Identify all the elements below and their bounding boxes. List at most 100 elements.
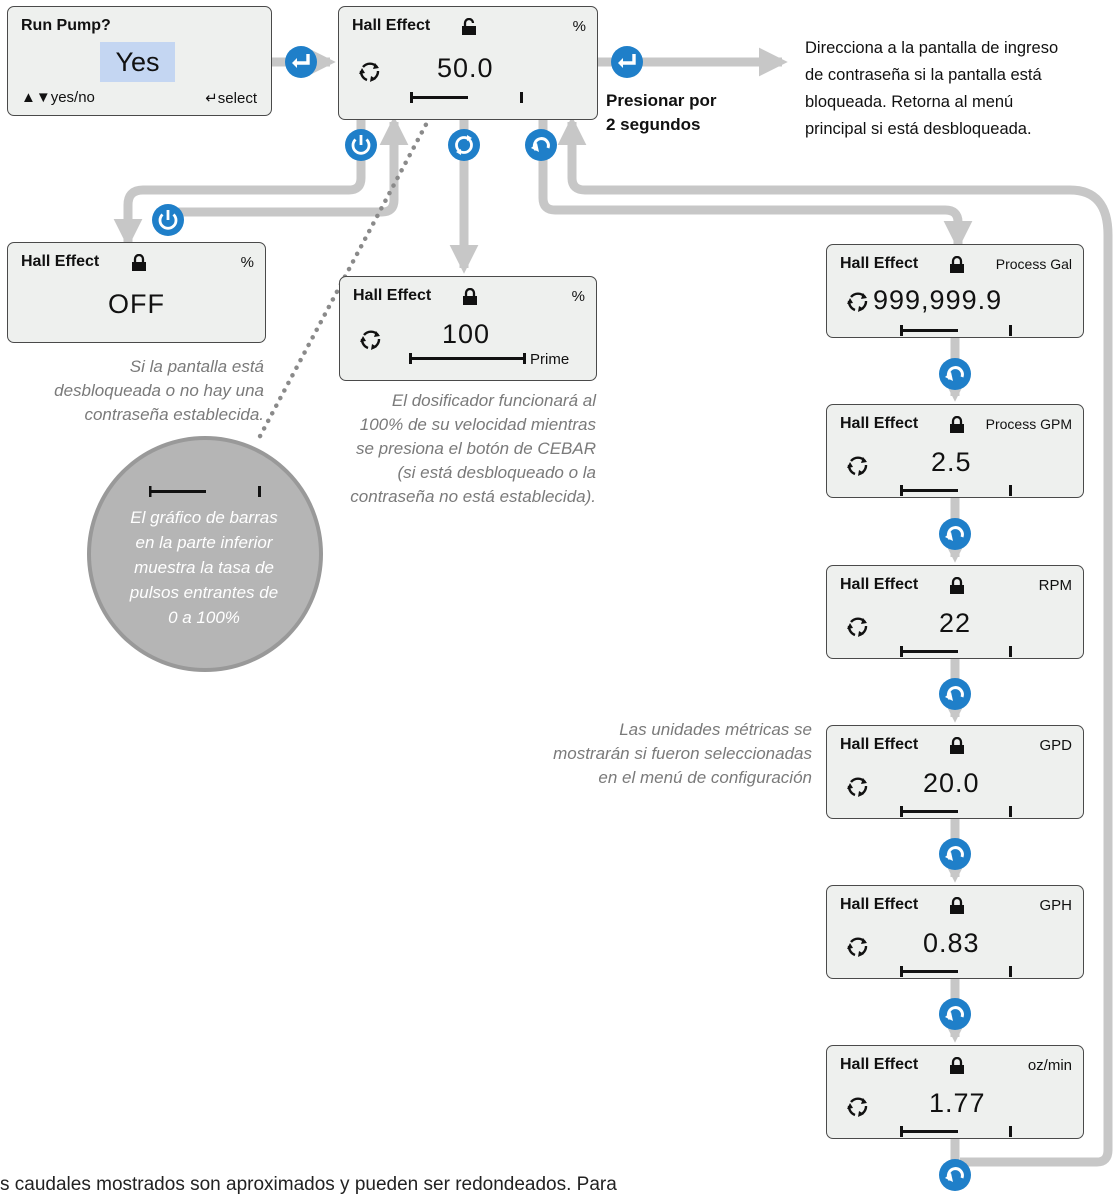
screen-title: Hall Effect <box>840 576 919 593</box>
bar-end-tick <box>1009 646 1012 657</box>
bar-end-tick <box>1009 325 1012 336</box>
bar-end-tick <box>1009 485 1012 496</box>
level-bar <box>900 325 958 336</box>
padlock-icon <box>950 577 964 594</box>
screen-value: 2.5 <box>931 447 972 477</box>
main-screen-title: Hall Effect <box>352 17 431 34</box>
back-button-icon[interactable] <box>938 837 972 871</box>
bar-end-tick <box>1009 806 1012 817</box>
off-screen-unit: % <box>240 254 254 271</box>
padlock-icon <box>463 288 477 305</box>
magnifier-circle <box>87 436 323 672</box>
screen-unit: RPM <box>1038 577 1072 594</box>
prime-screen: Hall Effect % 100 Prime <box>339 276 597 381</box>
screen-value: 0.83 <box>923 928 980 958</box>
level-bar <box>900 485 958 496</box>
arrow-main-to-screens <box>538 120 973 250</box>
rotation-icon <box>847 1097 868 1117</box>
padlock-icon <box>950 737 964 754</box>
gpd-screen: Hall Effect GPD 20.0 <box>826 725 1084 819</box>
off-screen: Hall Effect % OFF <box>7 242 266 343</box>
padlock-icon <box>950 256 964 273</box>
prime-note: El dosificador funcionará al 100% de su … <box>350 391 596 506</box>
screen-value: 1.77 <box>929 1088 986 1118</box>
arrow-off-to-main <box>168 116 409 217</box>
screen-title: Hall Effect <box>840 736 919 753</box>
rotation-icon <box>847 456 868 476</box>
screen-unit: Process Gal <box>995 256 1072 272</box>
level-bar <box>410 92 468 103</box>
bar-end-tick <box>1009 966 1012 977</box>
rotation-icon <box>360 330 381 350</box>
screen-unit: Process GPM <box>985 416 1072 432</box>
back-button-icon[interactable] <box>524 128 558 162</box>
screen-value: 999,999.9 <box>873 285 1003 315</box>
arrow-main-to-off <box>113 120 366 248</box>
padlock-icon <box>132 254 146 271</box>
level-bar <box>409 353 525 364</box>
process-gpm-screen: Hall Effect Process GPM 2.5 <box>826 404 1084 498</box>
screen-unit: GPD <box>1039 737 1072 754</box>
bar-end-tick <box>520 92 523 103</box>
main-screen-value: 50.0 <box>437 53 494 83</box>
rotation-icon <box>847 292 868 312</box>
screen-title: Hall Effect <box>840 255 919 272</box>
run-pump-hint-right: ↵select <box>205 90 257 107</box>
bar-end-tick <box>1009 1126 1012 1137</box>
footer-text: s caudales mostrados son aproximados y p… <box>0 1174 617 1195</box>
main-screen: Hall Effect % 50.0 <box>338 6 598 120</box>
screen-unit: GPH <box>1039 897 1072 914</box>
prime-screen-title: Hall Effect <box>353 287 432 304</box>
process-gal-screen: Hall Effect Process Gal 999,999.9 <box>826 244 1084 338</box>
screen-title: Hall Effect <box>840 415 919 432</box>
rpm-screen: Hall Effect RPM 22 <box>826 565 1084 659</box>
run-pump-screen: Run Pump? Yes ▲▼yes/no ↵select <box>7 6 272 116</box>
gph-screen: Hall Effect GPH 0.83 <box>826 885 1084 979</box>
run-pump-value[interactable]: Yes <box>100 42 175 82</box>
main-screen-unit: % <box>572 18 586 35</box>
dotted-leader <box>255 99 441 443</box>
enter-button-icon[interactable] <box>284 45 318 79</box>
screen-title: Hall Effect <box>840 1056 919 1073</box>
arrow-loop-to-main <box>557 116 1113 1167</box>
screen-unit: oz/min <box>1027 1057 1072 1074</box>
padlock-icon <box>950 897 964 914</box>
rotation-icon <box>847 617 868 637</box>
prime-screen-value: 100 <box>442 319 491 349</box>
metric-note: Las unidades métricas se mostrarán si fu… <box>553 720 812 787</box>
press-hold-label: Presionar por 2 segundos <box>606 91 717 134</box>
enter-button-icon[interactable] <box>610 45 644 79</box>
screen-value: 20.0 <box>923 768 980 798</box>
padlock-icon <box>950 1057 964 1074</box>
back-button-icon[interactable] <box>938 997 972 1031</box>
padlock-icon <box>950 416 964 433</box>
off-screen-title: Hall Effect <box>21 253 100 270</box>
padlock-open-icon <box>462 18 476 35</box>
bargraph-note: El gráfico de barras en la parte inferio… <box>129 508 279 627</box>
off-screen-value: OFF <box>108 289 165 319</box>
power-button-icon[interactable] <box>344 128 378 162</box>
run-pump-title: Run Pump? <box>21 17 111 34</box>
screen-value: 22 <box>939 608 972 638</box>
screen-title: Hall Effect <box>840 896 919 913</box>
prime-bar-label: Prime <box>530 351 570 368</box>
run-pump-hint-left: ▲▼yes/no <box>21 89 95 106</box>
back-button-icon[interactable] <box>938 517 972 551</box>
bar-end-tick <box>523 353 526 364</box>
level-bar <box>900 966 958 977</box>
back-button-icon[interactable] <box>938 1158 972 1192</box>
back-button-icon[interactable] <box>938 677 972 711</box>
level-bar <box>900 1126 958 1137</box>
rotation-icon <box>847 777 868 797</box>
prime-button-icon[interactable] <box>447 128 481 162</box>
power-button-icon[interactable] <box>151 203 185 237</box>
off-note: Si la pantalla está desbloqueada o no ha… <box>54 357 264 424</box>
level-bar <box>900 646 958 657</box>
level-bar <box>900 806 958 817</box>
oz-min-screen: Hall Effect oz/min 1.77 <box>826 1045 1084 1139</box>
rotation-icon <box>847 937 868 957</box>
back-button-icon[interactable] <box>938 357 972 391</box>
rotation-icon <box>359 62 380 82</box>
redirect-text: Direcciona a la pantalla de ingreso de c… <box>805 39 1059 138</box>
